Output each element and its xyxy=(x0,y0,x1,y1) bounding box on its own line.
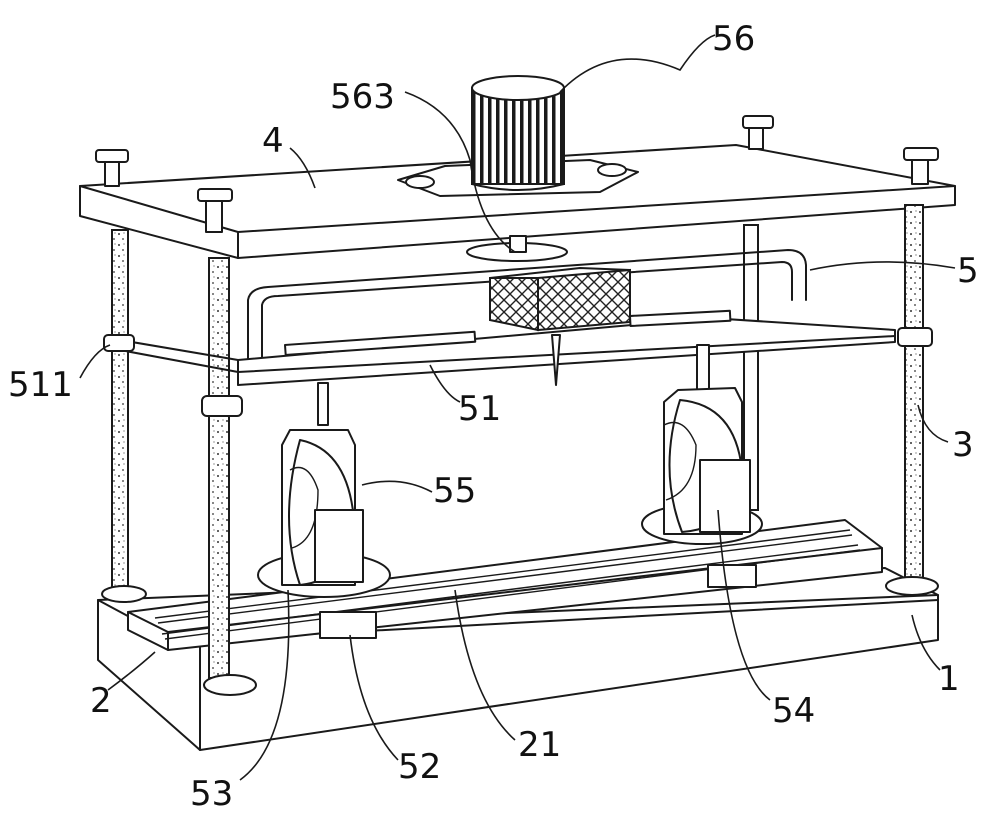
leader-55 xyxy=(361,480,433,493)
lead-screw-rear-left xyxy=(101,229,147,603)
collar-right xyxy=(897,327,933,347)
reference-numerals: 56 563 4 5 511 51 3 55 2 21 1 54 52 53 xyxy=(8,19,979,814)
label-52: 52 xyxy=(398,747,441,787)
leader-54 xyxy=(717,509,771,701)
leader-5 xyxy=(809,261,956,271)
label-4: 4 xyxy=(262,121,284,161)
label-56: 56 xyxy=(712,19,755,59)
cutter-block xyxy=(489,267,631,386)
label-54: 54 xyxy=(772,691,815,731)
label-55: 55 xyxy=(433,471,476,511)
label-51: 51 xyxy=(458,389,501,429)
leader-lines xyxy=(79,34,956,781)
label-3: 3 xyxy=(952,425,974,465)
coupling xyxy=(466,235,568,262)
leader-56 xyxy=(559,34,716,93)
label-563: 563 xyxy=(330,77,395,117)
bolt-head-front-left xyxy=(197,188,233,233)
leader-563 xyxy=(404,91,516,253)
top-plate xyxy=(79,144,956,259)
label-5: 5 xyxy=(957,251,979,291)
leader-51 xyxy=(429,364,461,403)
leader-4 xyxy=(289,147,316,189)
leader-21 xyxy=(454,589,516,741)
label-21: 21 xyxy=(518,725,561,765)
clamp-assembly-right xyxy=(641,344,763,588)
collar-left xyxy=(103,334,135,352)
leader-2 xyxy=(107,651,156,691)
leader-511 xyxy=(79,344,111,379)
leader-1 xyxy=(911,614,941,671)
label-1: 1 xyxy=(938,659,960,699)
clamp-assembly-left xyxy=(257,382,391,639)
leader-52 xyxy=(349,634,399,761)
label-511: 511 xyxy=(8,365,73,405)
motor xyxy=(397,75,639,197)
lifting-frame xyxy=(119,249,896,386)
lead-screw-front-left xyxy=(203,257,257,696)
leader-53 xyxy=(239,589,290,781)
label-2: 2 xyxy=(90,681,112,721)
lead-screw-front-right xyxy=(885,204,939,596)
collar-front-left xyxy=(201,395,243,417)
bolt-head-front-right xyxy=(903,147,939,185)
bolt-head-rear-left xyxy=(95,149,129,187)
label-53: 53 xyxy=(190,774,233,814)
leader-3 xyxy=(917,404,949,443)
bolt-head-rear-right xyxy=(742,115,774,150)
